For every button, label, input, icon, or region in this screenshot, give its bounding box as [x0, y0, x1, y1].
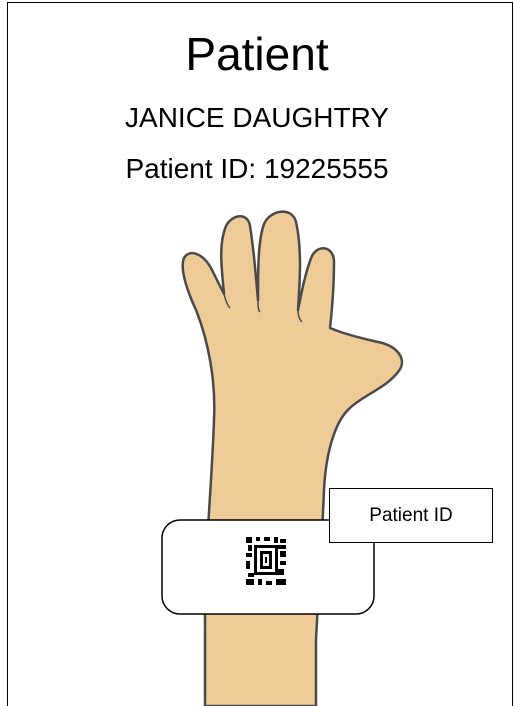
- qr-code-icon: [246, 537, 286, 585]
- patient-id-callout: Patient ID: [329, 488, 493, 543]
- hand-arm-shape: [183, 212, 402, 706]
